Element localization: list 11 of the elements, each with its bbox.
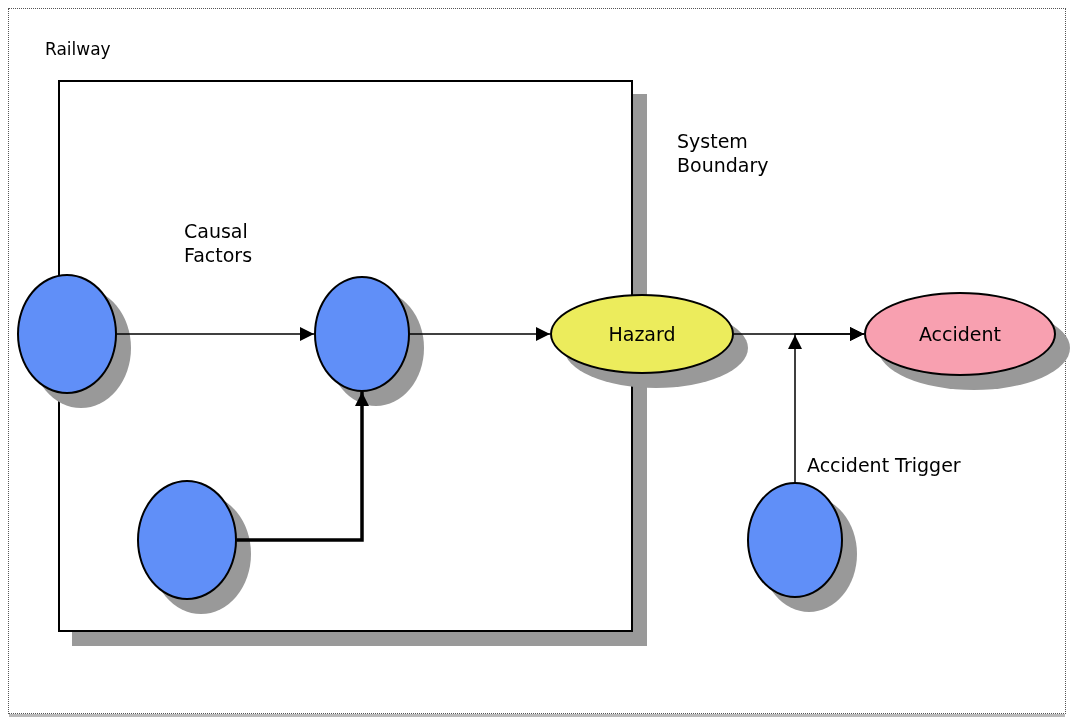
node-label: Accident [918,323,1002,345]
node-caption: Accident Trigger [807,454,961,478]
arrow [788,327,865,483]
arrow [237,392,369,542]
arrow [116,327,315,341]
boundary-label: System Boundary [677,130,770,178]
node-label: Hazard [608,323,676,345]
arrow [409,327,551,341]
railway-frame [8,8,1066,714]
annotation-text: Causal Factors [184,220,254,268]
frame-title: Railway [45,39,111,61]
